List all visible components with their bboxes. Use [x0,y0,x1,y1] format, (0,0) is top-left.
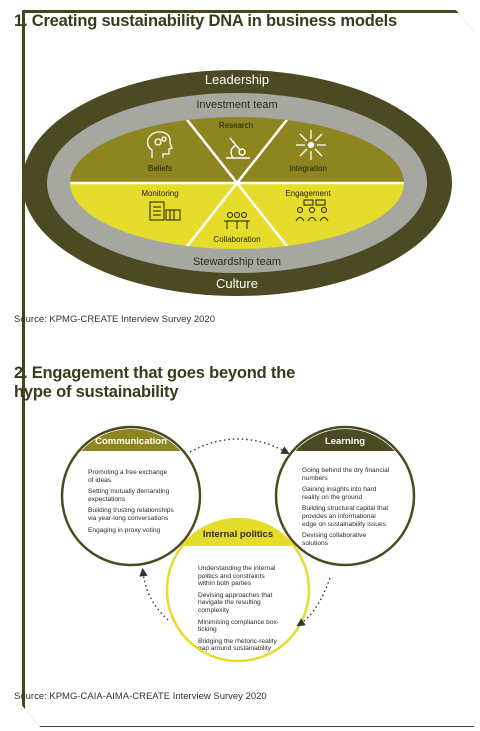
ring-label-culture: Culture [216,276,258,291]
list-item: Promoting a free exchange of ideas [88,469,168,484]
communication-title: Communication [64,429,198,451]
segment-label-research: Research [219,121,253,130]
segment-label-monitoring: Monitoring [141,189,178,198]
learning-circle: Learning Going behind the dry financial … [278,429,412,563]
arrows-converge-icon [296,130,326,160]
list-item: Going behind the dry financial numbers [302,467,390,482]
section1-title: 1. Creating sustainability DNA in busine… [14,12,397,30]
segment-label-integration: Integration [289,164,327,173]
list-item: Devising approaches that navigate the re… [198,591,273,614]
list-item: Setting mutually demanding expectations [88,488,170,503]
head-gears-icon [146,131,173,158]
learning-circle-outline [274,425,416,567]
segment-label-beliefs: Beliefs [148,164,172,173]
segment-label-collaboration: Collaboration [213,235,260,244]
team-table-icon [224,212,250,229]
internal-politics-title: Internal politics [168,520,308,546]
list-item: Devising collaborative solutions [302,532,367,547]
ring-label-investment-team: Investment team [196,99,277,111]
list-item: Bridging the rhetoric-reality gap around… [198,637,277,653]
internal-politics-list: Understanding the internal politics and … [198,565,282,657]
communication-list: Promoting a free exchange of ideas Setti… [88,469,174,538]
learning-list: Going behind the dry financial numbers G… [302,467,392,551]
section2-source: Source: KPMG-CAIA-AIMA-CREATE Interview … [14,691,267,702]
section1-source: Source: KPMG-CREATE Interview Survey 202… [14,314,215,325]
internal-politics-circle-outline [165,517,311,663]
list-item: Minimising compliance box-ticking [198,618,279,634]
communication-circle-outline [60,425,202,567]
list-item: Building trusting relationships via year… [88,507,174,522]
list-item: Gaining insights into hard reality on th… [302,486,377,501]
cycle-arrow-top [189,438,290,454]
ring-label-stewardship-team: Stewardship team [193,256,281,268]
divider-diagonal-b [176,117,298,249]
ring-label-leadership: Leadership [205,72,269,87]
list-item: Building structural capital that provide… [302,505,389,528]
segment-label-engagement: Engagement [285,189,331,198]
section2-title: 2. Engagement that goes beyond the hype … [14,364,296,401]
learning-title: Learning [278,429,412,451]
checklist-icon [149,201,181,221]
meeting-people-icon [295,199,329,222]
communication-circle: Communication Promoting a free exchange … [64,429,198,563]
internal-politics-circle: Internal politics Understanding the inte… [168,520,308,660]
list-item: Engaging in proxy voting [88,526,161,534]
list-item: Understanding the internal politics and … [198,565,276,588]
microscope-icon [226,137,250,159]
cycle-arrow-left [139,567,169,621]
cycle-arrow-right [296,577,331,627]
